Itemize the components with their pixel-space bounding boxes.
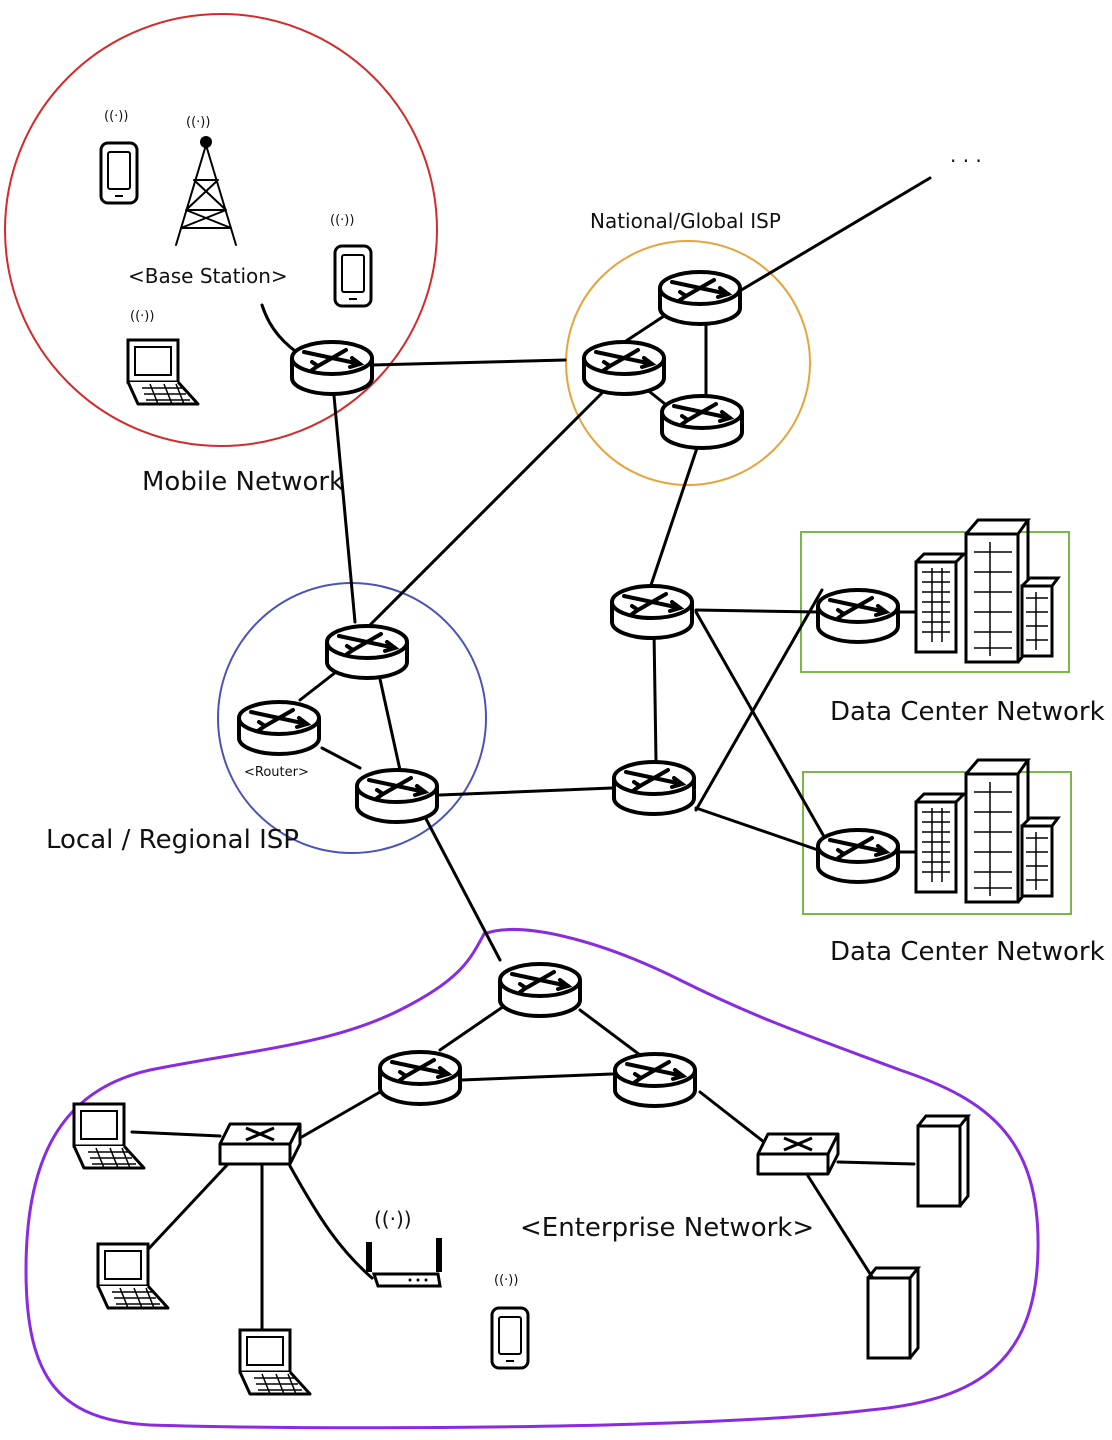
phone-wireless-signal: ((·)) bbox=[330, 213, 354, 228]
national-isp bbox=[582, 270, 744, 450]
tower-wireless-signal: ((·)) bbox=[186, 115, 210, 130]
enterprise-network: ((·)) ((·)) bbox=[72, 962, 970, 1396]
enterprise-network-label: <Enterprise Network> bbox=[520, 1213, 814, 1243]
data-center-1 bbox=[816, 518, 1060, 664]
wifi-signal: ((·)) bbox=[374, 1207, 412, 1231]
continuation-ellipsis: . . . bbox=[950, 143, 982, 167]
switch-icon bbox=[218, 1122, 302, 1166]
phone-icon bbox=[490, 1306, 530, 1370]
router-icon bbox=[816, 588, 900, 644]
laptop-icon bbox=[126, 338, 200, 406]
laptop-icon bbox=[72, 1102, 146, 1170]
router-icon bbox=[612, 760, 696, 816]
phone-wireless-signal: ((·)) bbox=[104, 109, 128, 124]
wifi-access-point-icon bbox=[366, 1238, 442, 1288]
router-icon bbox=[378, 1050, 462, 1106]
server-cluster-icon bbox=[914, 758, 1060, 904]
local-isp: <Router> bbox=[237, 624, 439, 824]
base-station-label: <Base Station> bbox=[128, 264, 288, 288]
mobile-network-label: Mobile Network bbox=[142, 467, 344, 497]
laptop-icon bbox=[238, 1328, 312, 1396]
local-isp-label: Local / Regional ISP bbox=[46, 825, 299, 855]
cell-tower-icon bbox=[175, 136, 237, 246]
router-icon bbox=[237, 700, 321, 756]
router-icon bbox=[660, 394, 744, 450]
router-icon bbox=[498, 962, 582, 1018]
router-icon bbox=[613, 1052, 697, 1108]
national-isp-label: National/Global ISP bbox=[590, 209, 781, 233]
router-icon bbox=[816, 828, 900, 884]
router-icon bbox=[290, 340, 374, 396]
enterprise-network-boundary bbox=[24, 928, 1040, 1430]
router-icon bbox=[582, 340, 666, 396]
router-icon bbox=[355, 768, 439, 824]
data-center-1-boundary bbox=[800, 531, 1070, 673]
server-icon bbox=[866, 1266, 920, 1360]
router-label: <Router> bbox=[244, 765, 309, 780]
links bbox=[130, 176, 932, 1332]
router-icon bbox=[325, 624, 409, 680]
laptop-wireless-signal: ((·)) bbox=[130, 309, 154, 324]
server-cluster-icon bbox=[914, 518, 1060, 664]
data-center-2-label: Data Center Network bbox=[830, 937, 1105, 967]
data-center-2 bbox=[816, 758, 1060, 904]
national-isp-boundary bbox=[565, 240, 811, 486]
laptop-icon bbox=[96, 1242, 170, 1310]
phone-icon bbox=[99, 141, 139, 205]
mobile-network: ((·)) ((·)) <Base Station> ((·)) ((·)) bbox=[99, 109, 374, 406]
router-icon bbox=[658, 270, 742, 326]
switch-icon bbox=[756, 1132, 840, 1176]
phone-wireless-signal: ((·)) bbox=[494, 1273, 518, 1288]
mobile-network-boundary bbox=[4, 13, 438, 447]
router-icon bbox=[610, 584, 694, 640]
data-center-2-boundary bbox=[802, 771, 1072, 915]
server-icon bbox=[916, 1114, 970, 1208]
phone-icon bbox=[333, 244, 373, 308]
data-center-1-label: Data Center Network bbox=[830, 697, 1105, 727]
